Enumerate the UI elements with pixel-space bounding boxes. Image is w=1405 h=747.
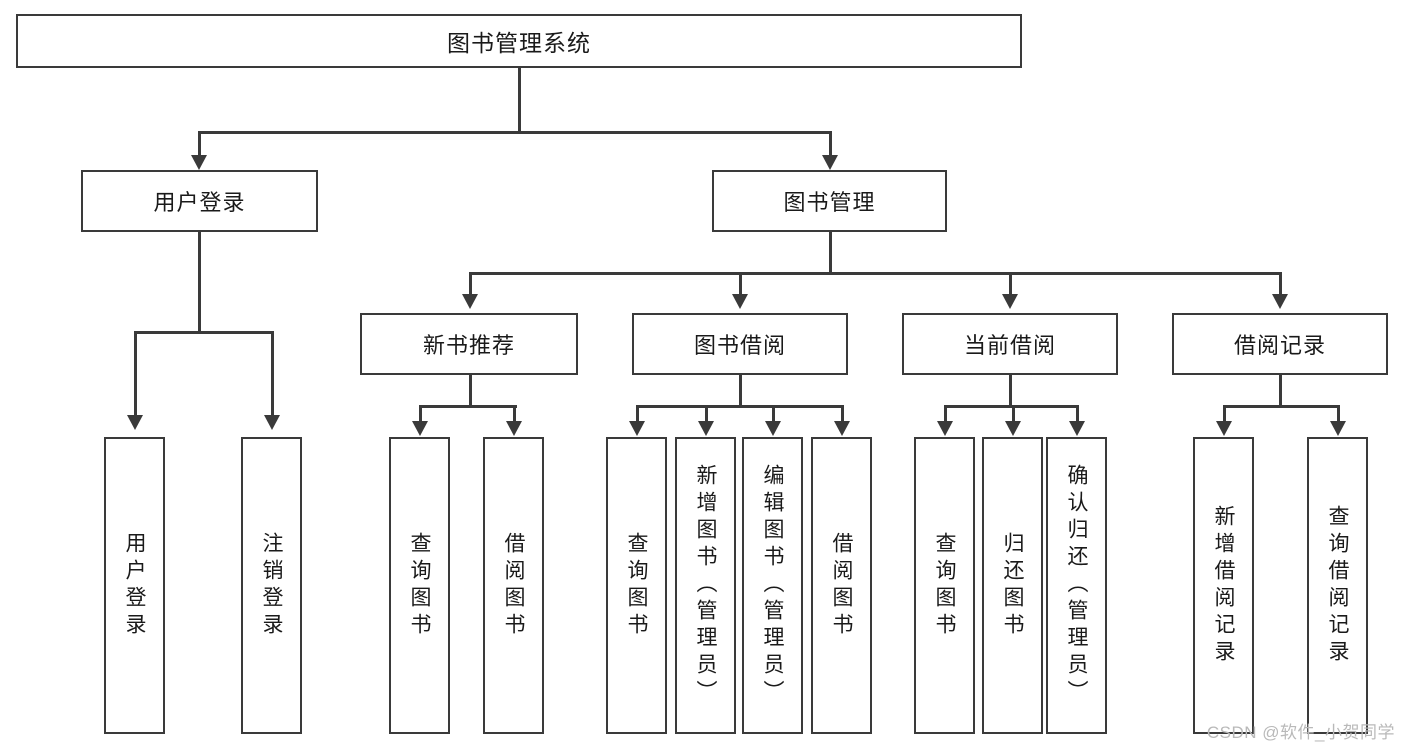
connector-bb-to-leaf-2 bbox=[705, 405, 708, 423]
node-label: 确认归还（管理员） bbox=[1065, 464, 1088, 707]
arrowhead-cb-return-book bbox=[1005, 421, 1021, 436]
arrowhead-borrow-record bbox=[1272, 294, 1288, 309]
node-label: 编辑图书（管理员） bbox=[761, 464, 784, 707]
node-label: 图书借阅 bbox=[693, 333, 786, 358]
connector-bb-to-leaf-4 bbox=[841, 405, 844, 423]
connector-book-management-bus bbox=[469, 272, 1280, 275]
node-label: 查询图书 bbox=[933, 531, 956, 640]
arrowhead-bb-add-book bbox=[698, 421, 714, 436]
connector-cb-bus bbox=[944, 405, 1078, 408]
connector-bb-to-leaf-3 bbox=[772, 405, 775, 423]
connector-user-login-to-leaf-2 bbox=[271, 331, 274, 417]
node-label: 注销登录 bbox=[260, 531, 283, 640]
node-root-book-management-system[interactable]: 图书管理系统 bbox=[16, 14, 1022, 68]
node-label: 用户登录 bbox=[123, 531, 146, 640]
arrowhead-new-book-recommend bbox=[462, 294, 478, 309]
arrowhead-nbr-query-book bbox=[412, 421, 428, 436]
node-label: 归还图书 bbox=[1001, 531, 1024, 640]
leaf-nbr-borrow-book[interactable]: 借阅图书 bbox=[483, 437, 544, 734]
connector-bm-to-new-book bbox=[469, 272, 472, 296]
node-label: 新增借阅记录 bbox=[1212, 504, 1235, 667]
arrowhead-br-add-record bbox=[1216, 421, 1232, 436]
leaf-cb-query-book[interactable]: 查询图书 bbox=[914, 437, 975, 734]
node-label: 新书推荐 bbox=[422, 333, 515, 358]
arrowhead-leaf-logout bbox=[264, 415, 280, 430]
node-label: 查询借阅记录 bbox=[1326, 504, 1349, 667]
node-label: 新增图书（管理员） bbox=[694, 464, 717, 707]
arrowhead-nbr-borrow-book bbox=[506, 421, 522, 436]
connector-br-bus bbox=[1223, 405, 1339, 408]
connector-root-to-user-login bbox=[198, 131, 201, 157]
node-label: 借阅图书 bbox=[830, 531, 853, 640]
node-label: 用户登录 bbox=[153, 190, 246, 215]
arrowhead-bb-borrow-book bbox=[834, 421, 850, 436]
arrowhead-bb-edit-book bbox=[765, 421, 781, 436]
arrowhead-book-borrow bbox=[732, 294, 748, 309]
connector-br-stem bbox=[1279, 375, 1282, 407]
connector-root-bus bbox=[198, 131, 831, 134]
node-label: 图书管理系统 bbox=[447, 30, 591, 56]
leaf-bb-borrow-book[interactable]: 借阅图书 bbox=[811, 437, 872, 734]
node-new-book-recommend[interactable]: 新书推荐 bbox=[360, 313, 578, 375]
leaf-br-query-record[interactable]: 查询借阅记录 bbox=[1307, 437, 1368, 734]
node-book-management[interactable]: 图书管理 bbox=[712, 170, 947, 232]
arrowhead-cb-confirm-return bbox=[1069, 421, 1085, 436]
node-label: 图书管理 bbox=[783, 190, 876, 215]
node-label: 查询图书 bbox=[625, 531, 648, 640]
connector-bb-stem bbox=[739, 375, 742, 407]
csdn-watermark: CSDN @软件_小贺同学 bbox=[1206, 723, 1395, 742]
connector-user-login-to-leaf-1 bbox=[134, 331, 137, 417]
connector-bm-to-current-borrow bbox=[1009, 272, 1012, 296]
node-borrow-record[interactable]: 借阅记录 bbox=[1172, 313, 1388, 375]
arrowhead-leaf-user-login bbox=[127, 415, 143, 430]
connector-bb-to-leaf-1 bbox=[636, 405, 639, 423]
leaf-br-add-record[interactable]: 新增借阅记录 bbox=[1193, 437, 1254, 734]
connector-br-to-leaf-1 bbox=[1223, 405, 1226, 423]
node-user-login[interactable]: 用户登录 bbox=[81, 170, 318, 232]
connector-cb-to-leaf-2 bbox=[1012, 405, 1015, 423]
connector-cb-stem bbox=[1009, 375, 1012, 407]
node-current-borrow[interactable]: 当前借阅 bbox=[902, 313, 1118, 375]
leaf-logout[interactable]: 注销登录 bbox=[241, 437, 302, 734]
connector-bm-to-borrow-record bbox=[1279, 272, 1282, 296]
connector-br-to-leaf-2 bbox=[1337, 405, 1340, 423]
node-label: 借阅图书 bbox=[502, 531, 525, 640]
connector-root-to-book-management bbox=[829, 131, 832, 157]
arrowhead-br-query-record bbox=[1330, 421, 1346, 436]
arrowhead-book-management bbox=[822, 155, 838, 170]
connector-book-management-stem bbox=[829, 232, 832, 274]
connector-user-login-stem bbox=[198, 232, 201, 333]
node-label: 借阅记录 bbox=[1233, 333, 1326, 358]
connector-root-stem bbox=[518, 68, 521, 133]
leaf-bb-add-book[interactable]: 新增图书（管理员） bbox=[675, 437, 736, 734]
arrowhead-bb-query-book bbox=[629, 421, 645, 436]
arrowhead-user-login bbox=[191, 155, 207, 170]
arrowhead-current-borrow bbox=[1002, 294, 1018, 309]
node-book-borrow[interactable]: 图书借阅 bbox=[632, 313, 848, 375]
leaf-user-login[interactable]: 用户登录 bbox=[104, 437, 165, 734]
connector-nbr-stem bbox=[469, 375, 472, 407]
connector-cb-to-leaf-3 bbox=[1076, 405, 1079, 423]
leaf-cb-confirm-return[interactable]: 确认归还（管理员） bbox=[1046, 437, 1107, 734]
leaf-bb-query-book[interactable]: 查询图书 bbox=[606, 437, 667, 734]
connector-bm-to-book-borrow bbox=[739, 272, 742, 296]
connector-cb-to-leaf-1 bbox=[944, 405, 947, 423]
node-label: 当前借阅 bbox=[963, 333, 1056, 358]
connector-nbr-to-leaf-1 bbox=[419, 405, 422, 423]
leaf-bb-edit-book[interactable]: 编辑图书（管理员） bbox=[742, 437, 803, 734]
connector-bb-bus bbox=[636, 405, 843, 408]
arrowhead-cb-query-book bbox=[937, 421, 953, 436]
leaf-nbr-query-book[interactable]: 查询图书 bbox=[389, 437, 450, 734]
connector-user-login-bus bbox=[134, 331, 271, 334]
connector-nbr-bus bbox=[419, 405, 517, 408]
leaf-cb-return-book[interactable]: 归还图书 bbox=[982, 437, 1043, 734]
node-label: 查询图书 bbox=[408, 531, 431, 640]
connector-nbr-to-leaf-2 bbox=[513, 405, 516, 423]
